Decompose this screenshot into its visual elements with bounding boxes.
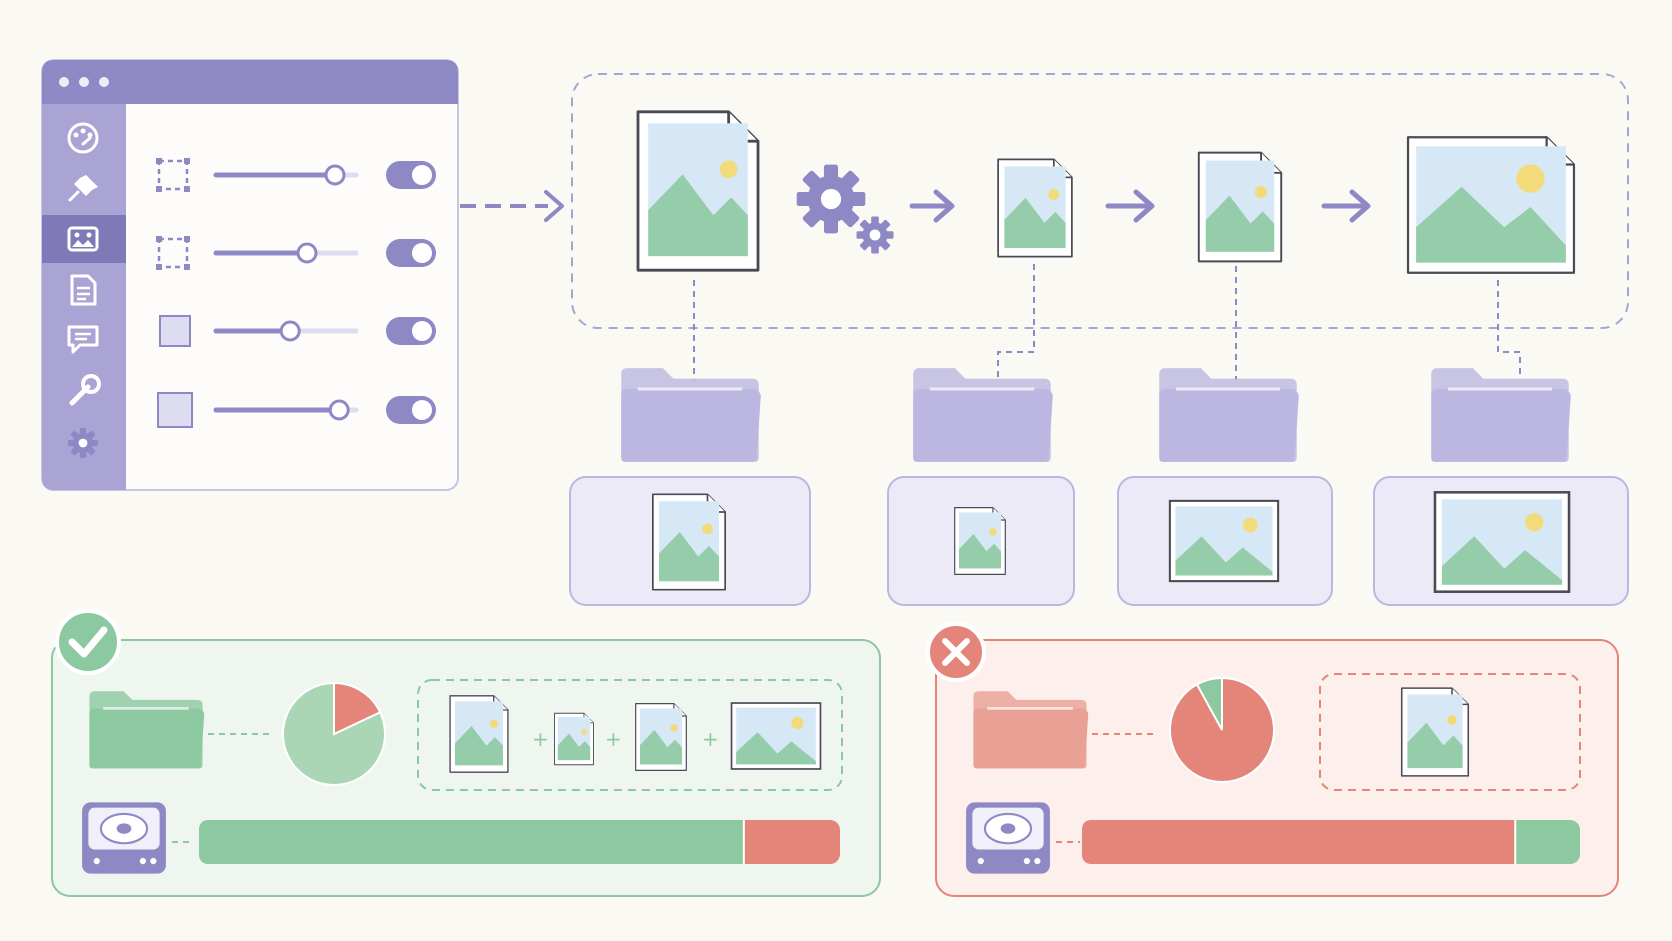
slider-handle[interactable] [296, 242, 318, 264]
bar-fill [1082, 820, 1516, 864]
check-icon [68, 626, 108, 658]
pipeline-boundary [571, 73, 1629, 329]
sidebar-item-tools[interactable] [69, 374, 101, 406]
toggle-knob [412, 243, 432, 263]
window-controls[interactable] [59, 77, 109, 87]
setting-row [159, 315, 436, 347]
settings-rows [156, 158, 436, 428]
sidebar-item-document[interactable] [70, 274, 97, 306]
success-folder [88, 689, 206, 770]
folder-content-card [569, 476, 811, 606]
setting-toggle[interactable] [386, 161, 436, 189]
toggle-knob [412, 165, 432, 185]
drive-icon [81, 801, 167, 875]
crop-icon [156, 236, 190, 270]
document-icon [70, 274, 97, 306]
folder-content-card [1373, 476, 1629, 606]
dashboard-icon [67, 122, 99, 154]
toggle-knob [412, 321, 432, 341]
medium-image-file [449, 695, 509, 773]
setting-toggle[interactable] [386, 396, 436, 424]
setting-toggle[interactable] [386, 239, 436, 267]
folder-content-card [887, 476, 1075, 606]
x-icon [942, 638, 970, 666]
medium-image-file [651, 493, 727, 591]
sidebar-active-highlight [42, 215, 126, 263]
sidebar-item-comments[interactable] [67, 325, 99, 354]
large-image-frame [730, 702, 822, 770]
failure-storage-bar [1082, 820, 1580, 864]
pipeline-arrow [1321, 189, 1371, 223]
medium-image-file [1197, 151, 1283, 263]
small-image-file [954, 506, 1006, 576]
setting-slider[interactable] [213, 164, 359, 186]
setting-slider[interactable] [213, 242, 359, 264]
output-folder[interactable] [1157, 366, 1301, 464]
media-icon [67, 226, 99, 252]
sidebar-item-pin[interactable] [68, 175, 98, 202]
sidebar-item-media[interactable] [67, 226, 99, 252]
output-folder[interactable] [1429, 366, 1573, 464]
output-folder[interactable] [911, 366, 1055, 464]
pipeline-arrow [1105, 189, 1155, 223]
pipeline-arrow [909, 189, 955, 223]
failure-storage-pie [1169, 676, 1275, 783]
small-image-file [997, 158, 1073, 258]
success-badge [55, 609, 121, 675]
folder-connectors [693, 264, 1521, 380]
comment-icon [67, 325, 99, 354]
success-storage-pie [282, 681, 386, 786]
medium-image-file [635, 702, 687, 772]
folder-content-card [1117, 476, 1333, 606]
setting-row [157, 392, 436, 428]
setting-row [156, 158, 436, 192]
crop-icon [156, 158, 190, 192]
setting-slider[interactable] [213, 320, 359, 342]
square-icon [157, 392, 193, 428]
setting-row [156, 236, 436, 270]
sidebar-item-dashboard[interactable] [67, 122, 99, 154]
wrench-icon [69, 374, 101, 406]
slider-handle[interactable] [328, 399, 350, 421]
slider-handle[interactable] [324, 164, 346, 186]
large-gear-icon [796, 164, 866, 234]
success-files-group: + + + [417, 679, 843, 791]
setting-slider[interactable] [213, 399, 359, 421]
window-titlebar [42, 60, 458, 104]
sidebar-item-settings[interactable] [68, 428, 98, 458]
pie-used-slice [333, 681, 382, 736]
pin-icon [68, 175, 98, 202]
medium-image-frame [1168, 499, 1280, 583]
pie-used-slice [1169, 676, 1275, 783]
failure-files-group [1319, 673, 1581, 791]
square-icon [159, 315, 191, 347]
pipeline [569, 73, 1629, 606]
failure-folder [972, 689, 1090, 770]
settings-window [41, 59, 459, 491]
small-image-file [554, 712, 594, 766]
output-folder[interactable] [619, 366, 763, 464]
plus-icon: + [605, 727, 622, 751]
toggle-knob [412, 400, 432, 420]
failure-badge [926, 622, 986, 682]
sidebar [42, 104, 126, 490]
success-storage-bar [199, 820, 840, 864]
medium-image-file [1400, 687, 1470, 777]
drive-icon [965, 801, 1051, 875]
bar-fill [199, 820, 744, 864]
gear-icon [68, 428, 98, 458]
success-panel: + + + [51, 609, 881, 897]
plus-icon: + [702, 727, 719, 751]
plus-icon: + [532, 727, 549, 751]
original-image-file [636, 110, 760, 272]
slider-handle[interactable] [279, 320, 301, 342]
panel-to-pipeline-arrow [460, 190, 564, 222]
large-image-file [1406, 136, 1576, 274]
large-image-frame [1433, 490, 1571, 594]
failure-panel [926, 622, 1619, 897]
processing-gears [796, 164, 894, 254]
setting-toggle[interactable] [386, 317, 436, 345]
small-gear-icon [856, 216, 894, 254]
